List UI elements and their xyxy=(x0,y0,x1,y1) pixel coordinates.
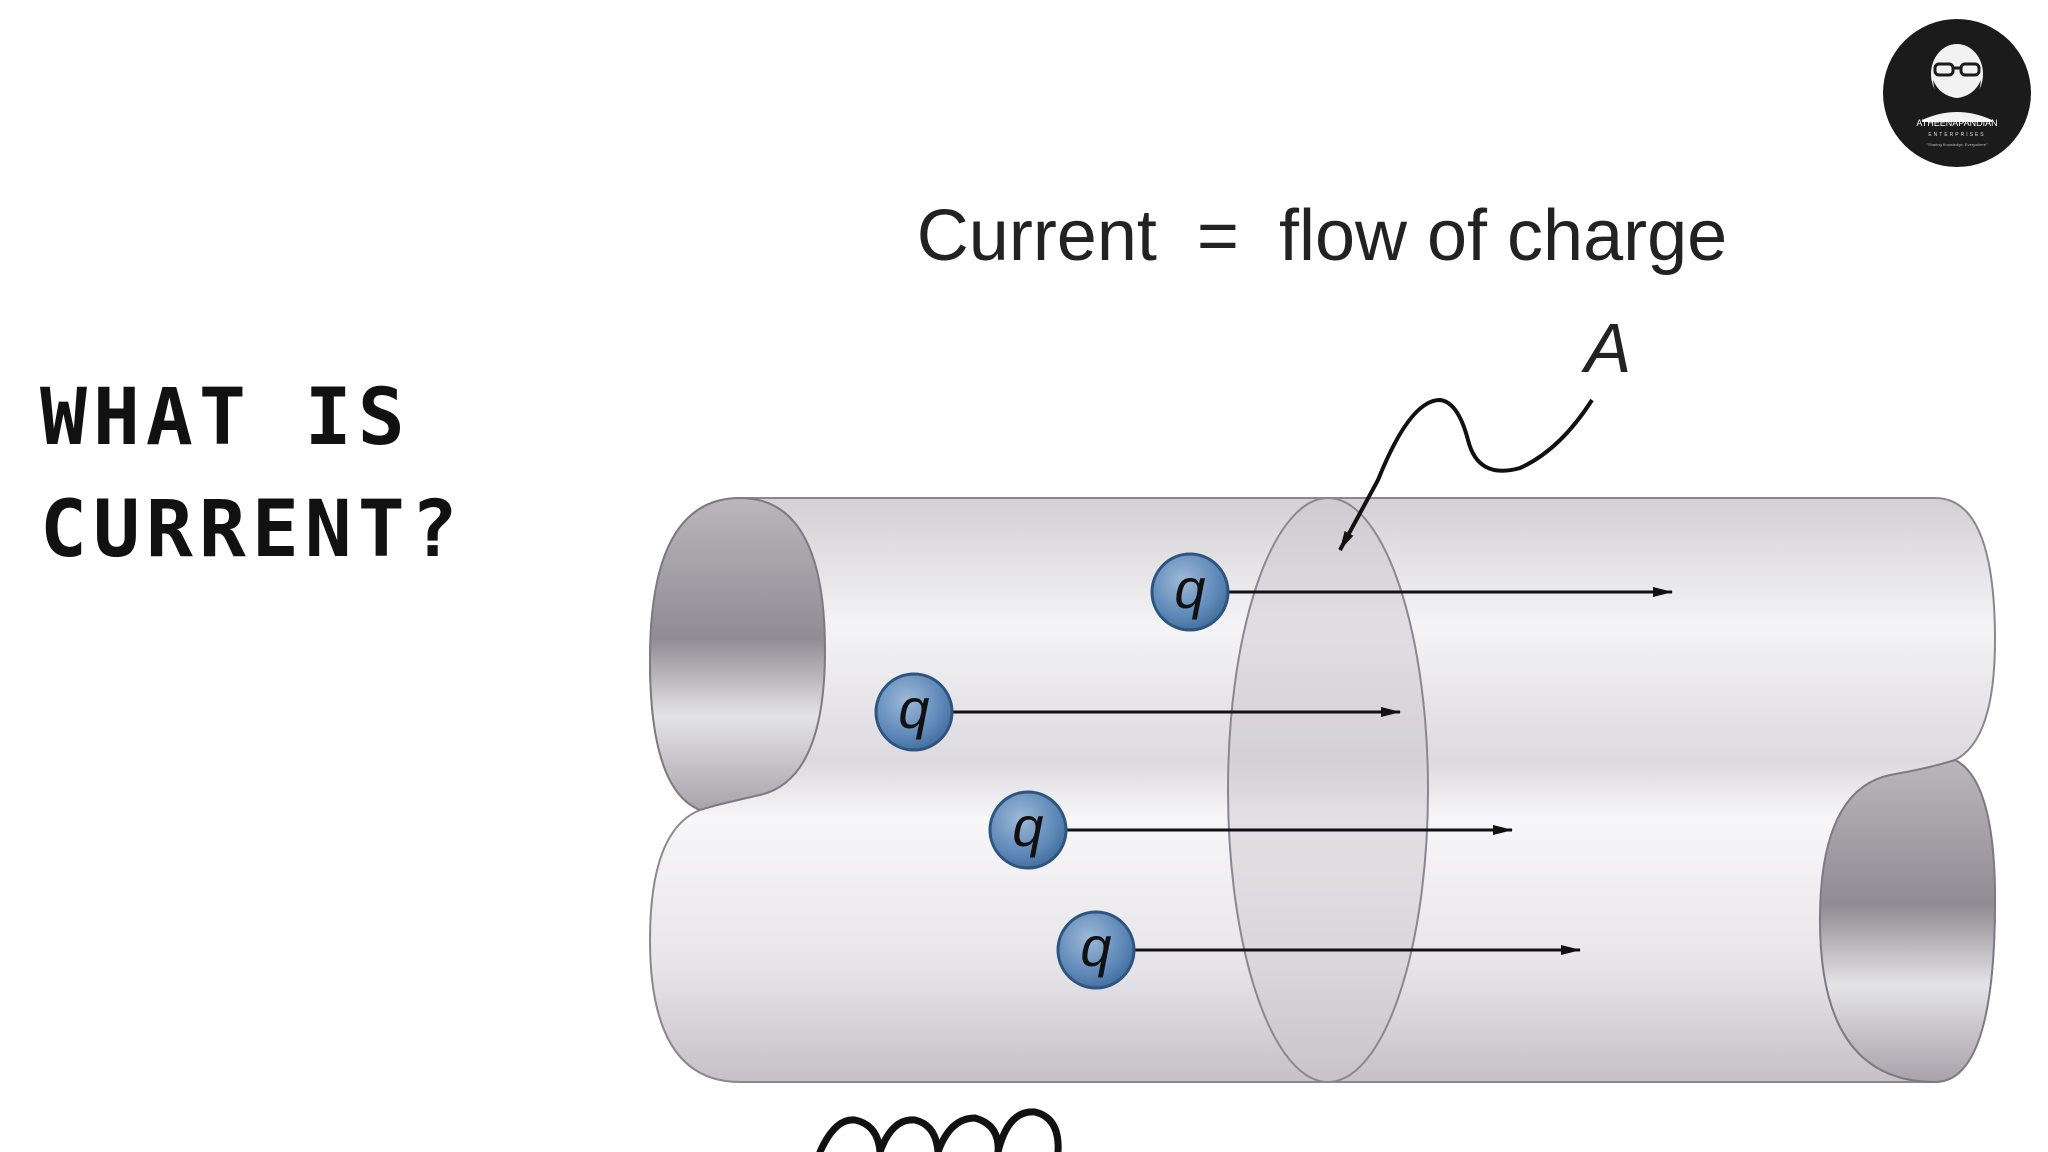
charge-circle-2 xyxy=(874,672,954,752)
logo-subname: ENTERPRISES xyxy=(1928,132,1985,138)
charge-label-3: q xyxy=(1012,795,1043,858)
title-line-1: WHAT IS xyxy=(40,373,411,463)
handwritten-squiggle xyxy=(816,1108,1062,1152)
charge-label-2: q xyxy=(898,677,929,740)
slide-title: WHAT IS CURRENT? xyxy=(40,362,464,586)
logo-name: ATHEENAPANDIAN xyxy=(1916,118,1997,128)
charge-label-4: q xyxy=(1080,915,1111,978)
area-pointer xyxy=(1338,397,1594,551)
brand-logo: ATHEENAPANDIAN ENTERPRISES "Sharing Know… xyxy=(1883,19,2031,167)
area-label: A xyxy=(1581,309,1632,387)
charge-circle-3 xyxy=(988,790,1068,870)
charge-1: q xyxy=(1150,552,1673,632)
charge-4: q xyxy=(1056,910,1581,990)
conductor-right-end xyxy=(1818,758,1997,1084)
charge-circle-4 xyxy=(1056,910,1136,990)
charge-2: q xyxy=(874,672,1401,752)
cross-section-area xyxy=(1227,497,1429,1083)
logo-face-icon xyxy=(1931,44,1983,104)
title-line-2: CURRENT? xyxy=(40,485,464,575)
conductor-left-end xyxy=(648,496,827,812)
diagram-heading: Current = flow of charge xyxy=(917,196,1727,276)
logo-tagline: "Sharing Knowledge, Everywhere" xyxy=(1927,142,1988,147)
charge-3: q xyxy=(988,790,1513,870)
charge-label-1: q xyxy=(1174,557,1205,620)
charge-circle-1 xyxy=(1150,552,1230,632)
